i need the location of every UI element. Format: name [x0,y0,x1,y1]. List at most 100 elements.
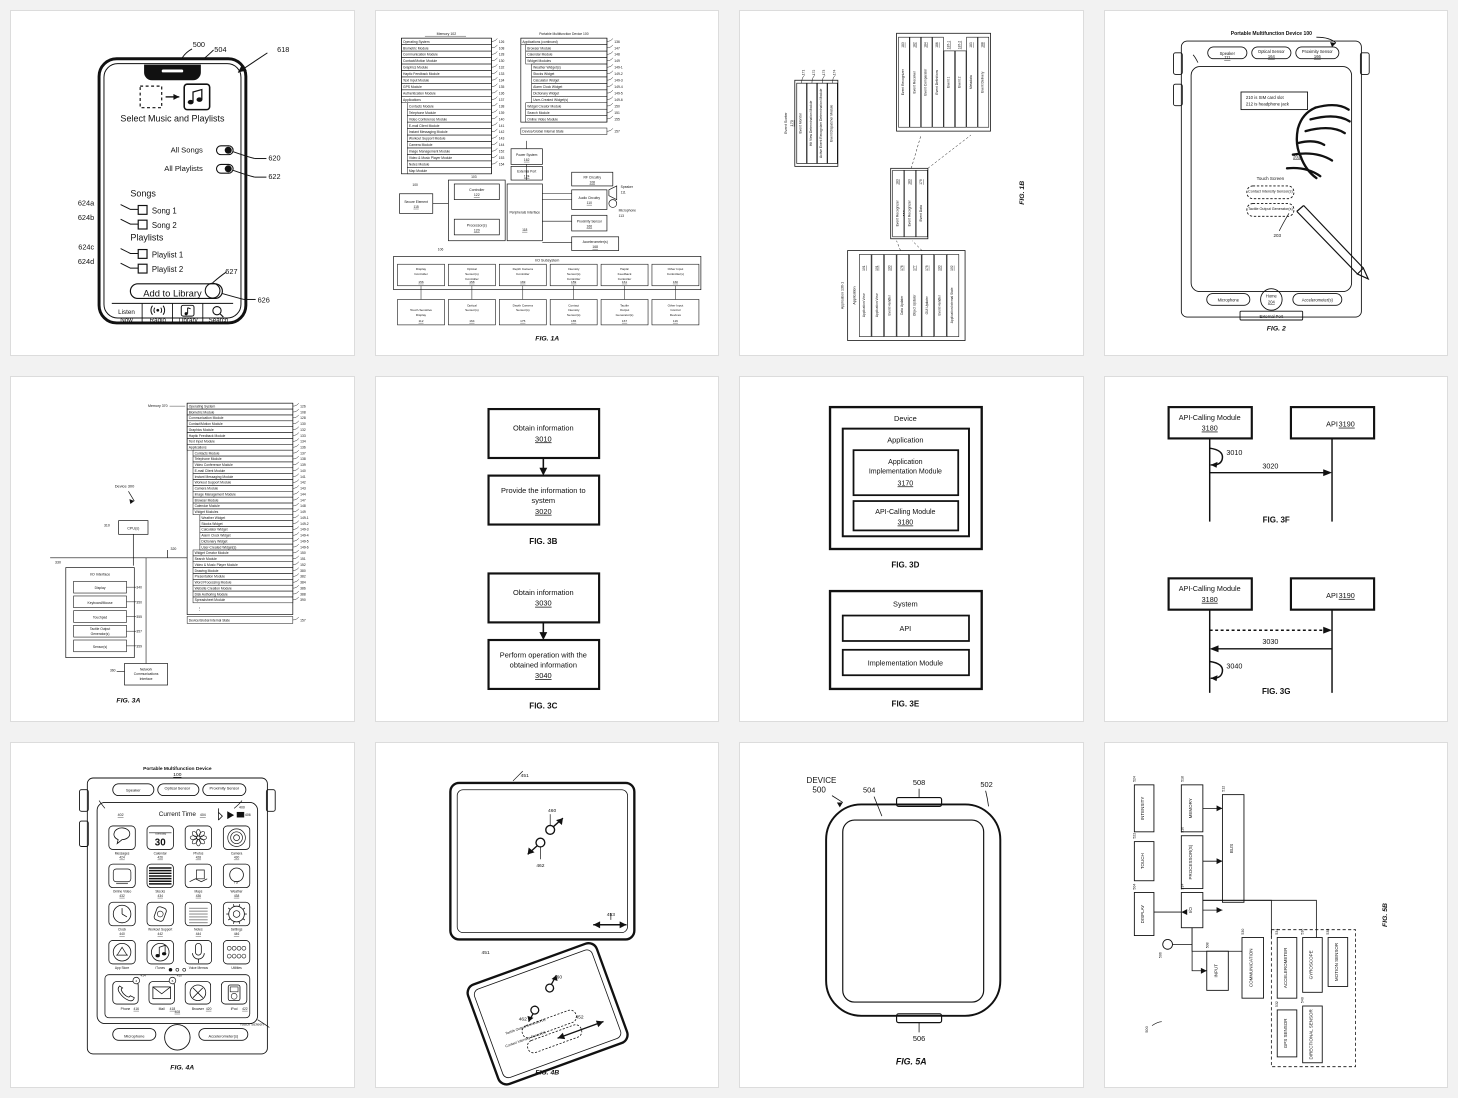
app-icon-settings[interactable] [222,901,251,927]
svg-text:500: 500 [1144,1025,1149,1032]
fig3b-box1-ref: 3010 [535,434,552,443]
module-ref: 138 [498,104,504,108]
svg-text:350: 350 [136,600,142,604]
svg-text:192: 192 [950,265,954,271]
fig3d-inner2-ref: 3180 [898,520,914,527]
module-ref: 144 [498,143,504,147]
svg-text:Event Monitor: Event Monitor [799,112,803,133]
dock-icon-mail[interactable] [148,981,175,1005]
app-icon-app-store[interactable] [108,940,136,965]
svg-text:191: 191 [875,265,879,271]
fig2-device-title: Portable Multifunction Device 100 [1230,31,1311,37]
module-ref: 149 [614,59,620,63]
figure-panel-music-picker[interactable]: 500 504 618 Select Music and Playlists A… [10,10,355,356]
module-label: Haptic Feedback Module [403,72,440,76]
app-icon-calendar[interactable] [146,825,174,850]
tab-listen-now-line1: Listen [118,309,135,316]
svg-text:Active Event Recognizer Determ: Active Event Recognizer Determination Mo… [819,88,823,158]
app-icon-stocks[interactable] [146,863,174,888]
fig4a-device-title: Portable Multifunction Device [143,766,212,772]
dock-icon-phone[interactable] [112,981,139,1005]
app-icon-utilities[interactable] [222,940,251,965]
app-icon-voice-memos[interactable] [184,940,212,965]
fig2-home-ref: 204 [1267,299,1275,304]
module-label: E-mail Client Module [195,469,226,473]
module-ref: 149-6 [300,545,309,549]
module-label: GPS Module [403,85,422,89]
svg-text:Communications: Communications [134,672,159,676]
app-icon-photos[interactable] [184,825,212,850]
module-label: User-Created Widget(s) [533,98,568,102]
application-block [847,250,966,341]
module-label: Video Conference Module [195,463,233,467]
dock-icon-browser[interactable] [184,981,212,1005]
svg-text:6: 6 [172,979,174,983]
svg-text:MEMORY: MEMORY [1188,798,1193,818]
module-label: Applications [403,98,421,102]
module-label: Calendar Module [195,504,220,508]
toggle-label-all-songs: All Songs [171,146,203,155]
svg-text:INTENSITY: INTENSITY [1140,797,1145,821]
list-item-playlist-1: Playlist 1 [152,250,183,259]
svg-text:400: 400 [239,805,245,809]
svg-text:508: 508 [1205,942,1209,948]
app-icon-maps[interactable] [184,863,212,888]
app-icon-label: Messages [115,851,130,855]
module-label: Telephone Module [195,457,222,461]
app-icon-online-video[interactable] [108,863,136,888]
app-icon-messages[interactable] [108,825,136,850]
module-ref: 150 [300,551,306,555]
svg-text:Other Input: Other Input [667,303,683,307]
fig4b-rot-axis-ref: 452 [575,1015,583,1021]
app-icon-weather[interactable] [222,863,251,888]
fig3e-impl-label: Implementation Module [868,658,943,667]
svg-text:GUI Updater: GUI Updater [925,295,929,314]
svg-text:116: 116 [672,319,677,323]
svg-text:Event Dispatcher Module: Event Dispatcher Module [829,105,833,142]
fig4a-device-ref: 100 [173,772,181,778]
fig4a-accel: Accelerometer(s) [208,1033,238,1038]
module-label: Widget Modules [527,59,551,63]
fig3f-self-call-ref: 3010 [1226,448,1242,457]
svg-text:INPUT: INPUT [1213,964,1218,978]
fig5-music-svg: 500 504 618 Select Music and Playlists A… [78,40,289,325]
svg-text:190: 190 [937,265,941,271]
app-icon-workout-support[interactable] [146,901,174,927]
svg-text:536: 536 [1300,929,1304,935]
module-ref: 149-5 [614,91,623,95]
fig2-mic: Microphone [1217,297,1239,302]
svg-text:Controller: Controller [469,188,485,192]
svg-text:175: 175 [520,319,525,323]
memory-label: Memory 370 [148,404,168,408]
fig3bc-svg: Obtain information 3010 Provide the info… [486,407,600,711]
fig3e-api-label: API [900,624,912,633]
fig5a-callout-508: 508 [913,778,925,787]
module-ref: 138 [300,457,306,461]
module-label: Browser Module [527,46,551,50]
svg-text:Optical: Optical [467,303,477,307]
dock-icon-ipod[interactable] [221,981,248,1005]
app-icon-itunes[interactable] [146,940,174,965]
svg-text:Object Updater: Object Updater [912,294,916,317]
svg-text:506: 506 [1158,952,1162,958]
app-icon-clock[interactable] [108,901,136,927]
svg-text:179: 179 [919,179,923,185]
svg-text:404: 404 [200,813,206,817]
svg-text:Secure Element: Secure Element [404,200,428,204]
fig2-prox-ref: 166 [1313,54,1321,59]
module-label: Communication Module [189,416,224,420]
svg-text:Metadata: Metadata [969,75,973,89]
app-icon-camera[interactable] [222,825,251,850]
screen-title: Select Music and Playlists [120,113,225,123]
module-label: Alarm Clock Widget [201,534,230,538]
module-label: Instant Messaging Module [408,130,447,134]
dock-label: iPod [231,1007,238,1011]
fig5a-callout-506: 506 [913,1034,925,1043]
module-label: Instant Messaging Module [195,475,234,479]
fig2-speaker: Speaker [1219,51,1235,56]
svg-text:Audio Circuitry: Audio Circuitry [578,196,600,200]
svg-text:TOUCH: TOUCH [1140,853,1145,869]
app-icon-notes[interactable] [184,901,212,927]
